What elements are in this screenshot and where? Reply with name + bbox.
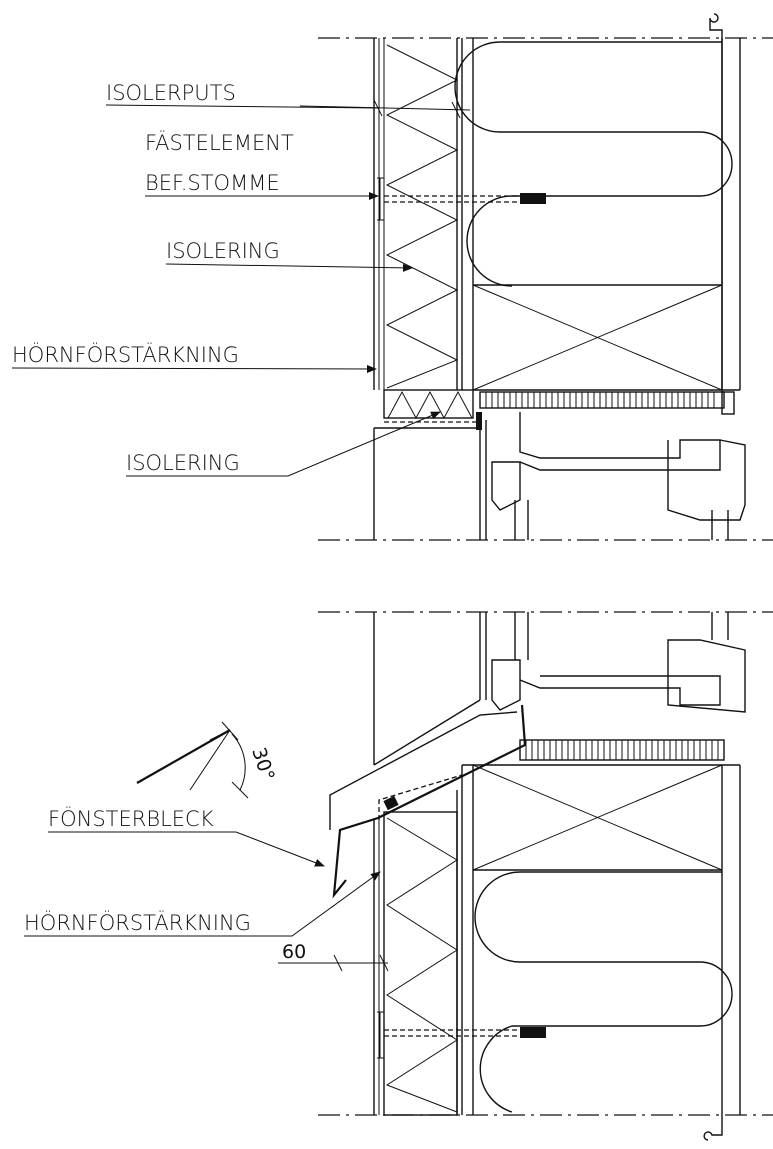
label-hornforstarkning-top: HÖRNFÖRSTÄRKNING: [12, 341, 239, 367]
insulation-zigzag-top: [385, 44, 459, 389]
window-sill-flashing: [332, 704, 527, 899]
label-hornforstarkning-bottom: HÖRNFÖRSTÄRKNING: [24, 909, 251, 935]
window-sash-top: [519, 412, 721, 471]
annotation-labels: ISOLERPUTS FÄSTELEMENT BEF.STOMME ISOLER…: [11, 81, 471, 937]
angle-dimension: 30°: [136, 721, 279, 799]
label-isolering-lintel: ISOLERING: [126, 451, 240, 475]
fastener-bottom: [377, 1011, 546, 1059]
angle-dimension-text: 30°: [247, 745, 278, 784]
top-section: [318, 13, 773, 541]
insulation-zigzag-bottom: [385, 817, 458, 1113]
quilt-insulation-top: [454, 41, 733, 287]
corrugation-top: [485, 392, 715, 408]
bottom-section: [318, 611, 773, 1141]
quilt-insulation-bottom: [474, 871, 733, 1113]
offset-dimension: 60: [278, 941, 389, 972]
label-isolerputs: ISOLERPUTS: [106, 81, 236, 105]
label-fastelement: FÄSTELEMENT: [145, 129, 294, 155]
fastener-top: [377, 177, 546, 221]
label-fonsterbleck: FÖNSTERBLECK: [48, 805, 214, 831]
label-isolering-top: ISOLERING: [166, 239, 280, 263]
label-bef-stomme: BEF.STOMME: [145, 171, 280, 195]
corrugation-bottom: [525, 740, 719, 760]
window-sash-bottom: [519, 675, 721, 706]
insulation-triangles: [387, 390, 473, 420]
offset-dimension-text: 60: [282, 941, 306, 963]
